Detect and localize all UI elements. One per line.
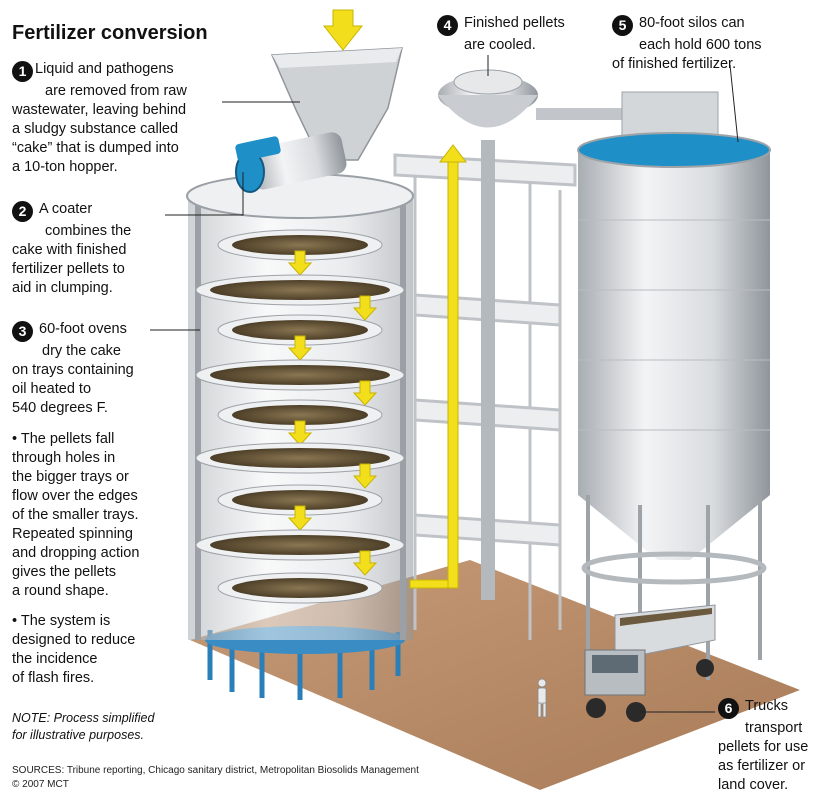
step-3-line-2: dry the cake	[42, 343, 121, 359]
process-note: NOTE: Process simplified for illustrativ…	[12, 710, 212, 744]
bullet-1-line-6: Repeated spinning	[12, 526, 133, 542]
tray-pellets	[210, 448, 390, 468]
sources: SOURCES: Tribune reporting, Chicago sani…	[12, 764, 532, 792]
step-1-line-5: “cake” that is dumped into	[12, 140, 179, 156]
conveyor-arrow	[409, 144, 468, 589]
bullet-1-line-9: a round shape.	[12, 583, 109, 599]
step-1-line-4: a sludgy substance called	[12, 121, 179, 137]
tray-pellets	[232, 235, 368, 255]
step-3-line-5: 540 degrees F.	[12, 400, 108, 416]
tray-pellets	[232, 405, 368, 425]
tray-pellets	[210, 280, 390, 300]
step-6-line-4: as fertilizer or	[718, 758, 806, 774]
step-3-line-4: oil heated to	[12, 381, 92, 397]
worker-figure	[537, 678, 547, 718]
pellet-flow-arrow	[287, 505, 313, 531]
step-1-line-1: Liquid and pathogens	[35, 61, 174, 77]
silo	[577, 132, 771, 680]
step-1-line-2: are removed from raw	[45, 83, 187, 99]
bullet-1-line-8: gives the pellets	[12, 564, 116, 580]
step-5-line-3: of finished fertilizer.	[612, 56, 737, 72]
step-3-line-3: on trays containing	[12, 362, 134, 378]
step-5-badge: 5	[612, 15, 633, 36]
step-2-line-4: fertilizer pellets to	[12, 261, 125, 277]
step-3-callout: 3 60-foot ovens dry the cake on trays con…	[12, 320, 172, 418]
pellet-flow-arrow	[352, 380, 378, 406]
step-6-line-1: Trucks	[745, 698, 788, 714]
step-1-line-3: wastewater, leaving behind	[12, 102, 187, 118]
bullet-2-line-2: designed to reduce	[12, 632, 136, 648]
step-2-line-2: combines the	[45, 223, 132, 239]
bullet-2-line-3: the incidence	[12, 651, 98, 667]
step-2-line-5: aid in clumping.	[12, 280, 113, 296]
step-2-line-3: cake with finished	[12, 242, 127, 258]
pellet-flow-arrow	[352, 550, 378, 576]
bullet-1-line-5: of the smaller trays.	[12, 507, 139, 523]
page-title: Fertilizer conversion	[12, 22, 208, 44]
step-5-line-2: each hold 600 tons	[639, 37, 762, 53]
pellet-flow-arrow	[352, 463, 378, 489]
step-2-callout: 2 A coater combines the cake with finishe…	[12, 200, 172, 298]
step-5-callout: 5 80-foot silos can each hold 600 tons of…	[612, 14, 812, 74]
step-3-line-1: 60-foot ovens	[39, 321, 127, 337]
step-4-badge: 4	[437, 15, 458, 36]
tray-pellets	[232, 490, 368, 510]
bullet-2-line-1: The system is	[12, 613, 110, 629]
pellet-flow-arrow	[287, 250, 313, 276]
leader-lines	[150, 55, 739, 713]
step-6-line-2: transport	[745, 720, 803, 736]
bullet-1-line-7: and dropping action	[12, 545, 140, 561]
pellet-flow-arrow	[352, 295, 378, 321]
step-6-badge: 6	[718, 698, 739, 719]
step-1-badge: 1	[12, 61, 33, 82]
step-5-line-1: 80-foot silos can	[639, 15, 745, 31]
tray-pellets	[232, 320, 368, 340]
bullet-1-line-4: flow over the edges	[12, 488, 138, 504]
note-line-1: NOTE: Process simplified	[12, 711, 155, 725]
step-4-line-1: Finished pellets	[464, 15, 565, 31]
tray-pellets	[210, 365, 390, 385]
step-6-callout: 6 Trucks transport pellets for use as fer…	[718, 697, 828, 795]
pellet-flow-arrow	[287, 335, 313, 361]
tray-pellets	[210, 535, 390, 555]
step-6-line-3: pellets for use	[718, 739, 809, 755]
cooler	[438, 69, 719, 600]
sources-line-1: SOURCES: Tribune reporting, Chicago sani…	[12, 765, 419, 776]
step-6-line-5: land cover.	[718, 777, 789, 793]
copyright: © 2007 MCT	[12, 779, 69, 790]
step-4-line-2: are cooled.	[464, 37, 536, 53]
bullet-1-line-1: The pellets fall	[12, 431, 114, 447]
step-2-line-1: A coater	[39, 201, 93, 217]
step-2-badge: 2	[12, 201, 33, 222]
bullet-2-line-4: of flash fires.	[12, 670, 95, 686]
coater	[235, 132, 347, 193]
step-3-badge: 3	[12, 321, 33, 342]
truck	[584, 604, 716, 722]
pellet-flow-arrow	[287, 420, 313, 446]
bullet-1-line-2: through holes in	[12, 450, 116, 466]
input-arrow	[322, 9, 364, 51]
step-1-line-6: a 10-ton hopper.	[12, 159, 118, 175]
note-line-2: for illustrative purposes.	[12, 728, 145, 742]
oven-trays	[195, 229, 405, 604]
bullet-1-line-3: the bigger trays or	[12, 469, 129, 485]
step-4-callout: 4 Finished pellets are cooled.	[437, 14, 597, 55]
bullet-1: The pellets fall through holes in the bi…	[12, 430, 192, 601]
tray-pellets	[232, 578, 368, 598]
bullet-2: The system is designed to reduce the inc…	[12, 612, 192, 688]
